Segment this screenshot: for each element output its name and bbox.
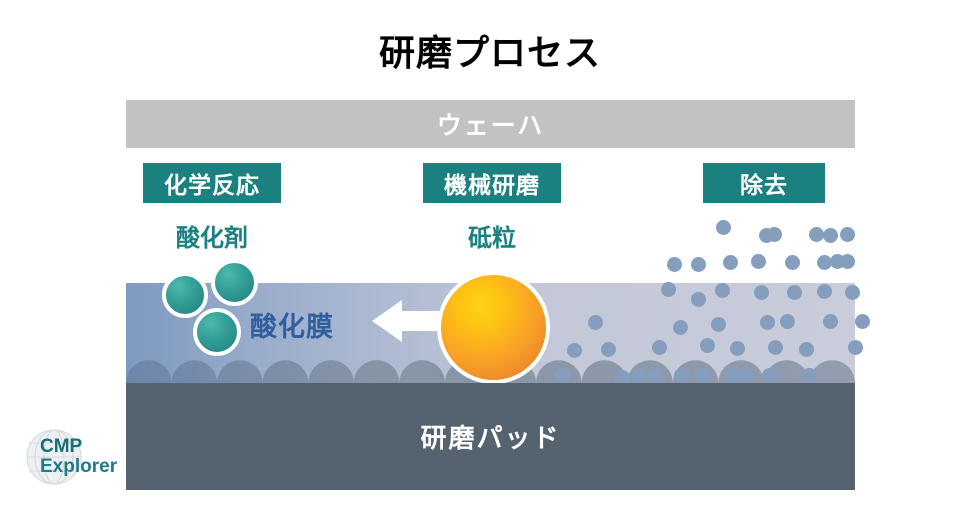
removal-arrow-icon [372,300,444,342]
debris-particle [555,368,570,383]
stage-badge-label: 除去 [740,172,788,198]
debris-particle [695,368,710,383]
oxide-film-label: 酸化膜 [250,312,334,342]
debris-particle [711,317,726,332]
debris-particle [768,340,783,355]
debris-particle [723,255,738,270]
debris-particle [754,285,769,300]
debris-particle [674,368,689,383]
debris-particle [762,368,777,383]
debris-particle [817,255,832,270]
debris-particle [716,220,731,235]
debris-particle [715,283,730,298]
debris-particle [738,368,753,383]
oxidant-particle [162,272,208,318]
stage-badge-chemical-reaction: 化学反応 [143,163,281,203]
page-title: 研磨プロセス [378,32,601,73]
debris-particle [673,320,688,335]
stage-badge-removal: 除去 [703,163,825,203]
logo: CMP Explorer [26,427,134,489]
caption-abrasive: 砥粒 [468,225,516,252]
debris-particle [652,340,667,355]
debris-particle [751,254,766,269]
debris-particle [691,257,706,272]
removed-debris-field [555,210,870,385]
debris-particle [848,340,863,355]
debris-particle [823,228,838,243]
globe-icon [26,429,82,485]
debris-particle [588,315,603,330]
debris-particle [799,342,814,357]
debris-particle [730,341,745,356]
debris-particle [691,292,706,307]
oxidant-particle [211,259,258,306]
debris-particle [780,314,795,329]
debris-particle [840,254,855,269]
caption-oxidant: 酸化剤 [176,225,248,252]
debris-particle [661,282,676,297]
debris-particle [845,285,860,300]
debris-particle [647,368,662,383]
stage-badge-label: 機械研磨 [444,172,540,198]
debris-particle [817,284,832,299]
debris-particle [601,342,616,357]
logo-line-cmp: CMP [40,436,83,457]
debris-particle [700,338,715,353]
logo-text: CMP Explorer [40,437,117,477]
debris-particle [787,285,802,300]
logo-line-explorer: Explorer [40,455,118,477]
oxidant-particle [193,308,241,356]
debris-particle [809,227,824,242]
polishing-pad-layer: 研磨パッド [126,383,855,490]
debris-particle [785,255,800,270]
debris-particle [823,314,838,329]
debris-particle [855,314,870,329]
debris-particle [667,257,682,272]
debris-particle [760,315,775,330]
polishing-pad-label: 研磨パッド [420,423,561,453]
debris-particle [725,368,740,383]
debris-particle [802,368,817,383]
abrasive-particle [437,271,550,384]
debris-particle [567,343,582,358]
stage-badge-label: 化学反応 [164,172,260,198]
wafer-label: ウェーハ [436,112,545,140]
debris-particle [631,368,646,383]
stage-badge-mechanical-polishing: 機械研磨 [423,163,561,203]
wafer-layer: ウェーハ [126,100,855,148]
debris-particle [840,227,855,242]
debris-particle [615,370,630,385]
debris-particle [767,227,782,242]
